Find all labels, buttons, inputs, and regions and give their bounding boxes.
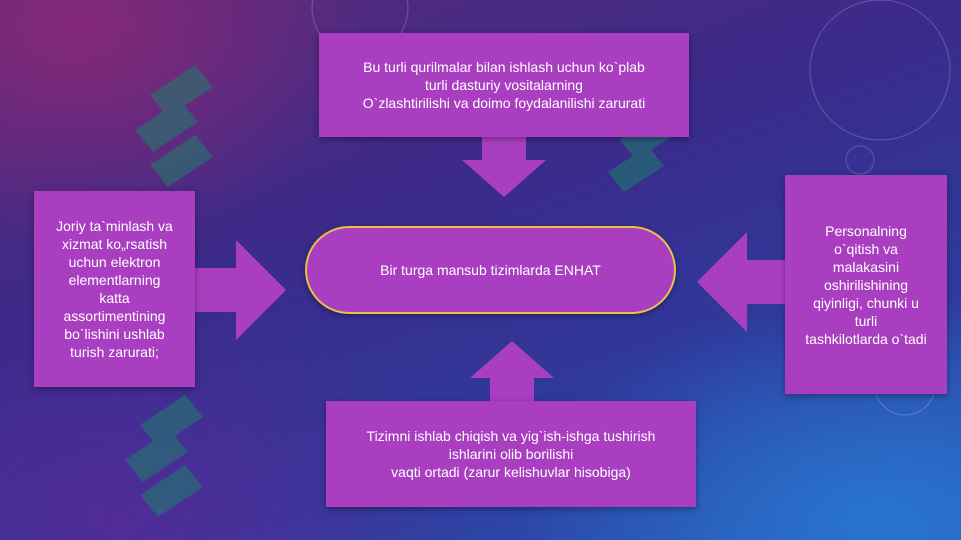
top-box: Bu turli qurilmalar bilan ishlash uchun … <box>319 33 689 137</box>
bottom-box-text: Tizimni ishlab chiqish va yig`ish-ishga … <box>366 428 656 480</box>
left-arrow <box>194 240 286 340</box>
center-box-text: Bir turga mansub tizimlarda ENHAT <box>380 262 601 278</box>
bottom-box: Tizimni ishlab chiqish va yig`ish-ishga … <box>326 401 696 507</box>
right-box-text: Personalning o`qitish va malakasini oshi… <box>805 222 927 347</box>
left-box: Joriy ta`minlash va xizmat ko„rsatish uc… <box>34 191 195 387</box>
center-box: Bir turga mansub tizimlarda ENHAT <box>305 226 676 314</box>
right-box: Personalning o`qitish va malakasini oshi… <box>785 175 947 394</box>
left-box-text: Joriy ta`minlash va xizmat ko„rsatish uc… <box>56 218 173 360</box>
top-arrow <box>462 135 546 197</box>
bottom-arrow <box>470 341 554 403</box>
top-box-text: Bu turli qurilmalar bilan ishlash uchun … <box>362 59 646 111</box>
right-arrow <box>697 232 789 332</box>
